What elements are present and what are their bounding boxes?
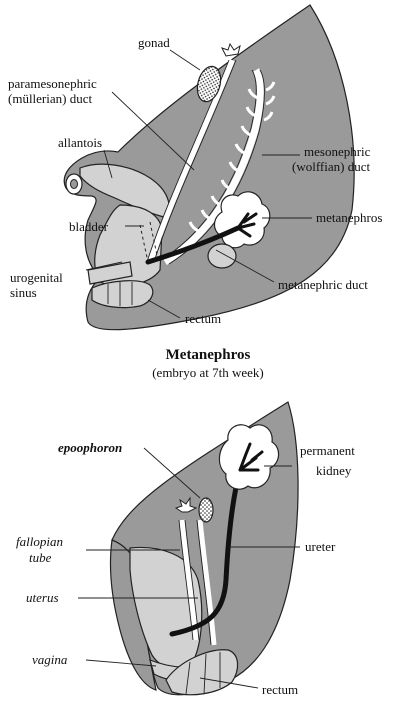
label-permanent-2: kidney <box>316 463 352 478</box>
allantois-opening-inner <box>70 179 78 189</box>
rectum-segment-lines <box>107 282 133 306</box>
caption-title: Metanephros <box>166 347 251 363</box>
paramesonephric-duct <box>147 58 235 263</box>
ureter-line <box>169 467 243 637</box>
label-paramesonephric-2: (müllerian) duct <box>8 91 92 106</box>
mesonephric-tubules <box>188 81 276 234</box>
label-allantois: allantois <box>58 135 102 150</box>
fallopian-fimbria <box>174 496 198 513</box>
urogenital-sinus-tube <box>87 261 133 285</box>
label-urogenital-2: sinus <box>10 285 37 300</box>
label-urogenital-1: urogenital <box>10 270 63 285</box>
top-embryo-panel: gonad paramesonephric (müllerian) duct a… <box>8 4 382 331</box>
label-mesonephric-2: (wolffian) duct <box>292 159 370 174</box>
caption-subtitle: (embryo at 7th week) <box>152 365 264 380</box>
label-metanephric-duct: metanephric duct <box>278 277 368 292</box>
label-vagina: vagina <box>32 652 68 667</box>
caption: Metanephros (embryo at 7th week) <box>152 347 264 380</box>
permanent-kidney <box>218 424 280 490</box>
bottom-rectum-segments <box>185 652 221 695</box>
label-gonad: gonad <box>138 35 170 50</box>
paramesonephric-duct-edge-b <box>153 59 237 263</box>
label-paramesonephric-1: paramesonephric <box>8 76 97 91</box>
label-fallopian-1: fallopian <box>16 534 63 549</box>
label-rectum-top: rectum <box>185 311 221 326</box>
epoophoron-duct-edge <box>196 519 212 646</box>
top-leader-lines <box>85 49 312 319</box>
mesonephric-duct <box>163 68 264 265</box>
label-bladder: bladder <box>69 219 109 234</box>
gonad-shape <box>196 65 222 103</box>
label-mesonephric-1: mesonephric <box>304 144 371 159</box>
paramesonephric-funnel <box>221 42 241 57</box>
bladder-dashed-ducts <box>139 221 159 263</box>
top-metanephros <box>145 191 271 269</box>
bottom-leader-lines <box>78 447 300 689</box>
label-metanephros: metanephros <box>316 210 382 225</box>
top-metanephric-duct <box>145 225 241 265</box>
epoophoron-ovary <box>198 497 214 523</box>
label-rectum-bottom: rectum <box>262 682 298 697</box>
label-permanent-1: permanent <box>300 443 355 458</box>
epoophoron-duct <box>197 519 217 646</box>
label-epoophoron: epoophoron <box>58 440 122 455</box>
bottom-embryo-panel: epoophoron permanent kidney fallopian tu… <box>16 401 355 697</box>
label-fallopian-2: tube <box>29 550 52 565</box>
label-uterus: uterus <box>26 590 59 605</box>
label-ureter: ureter <box>305 539 336 554</box>
top-rectum <box>91 280 154 309</box>
